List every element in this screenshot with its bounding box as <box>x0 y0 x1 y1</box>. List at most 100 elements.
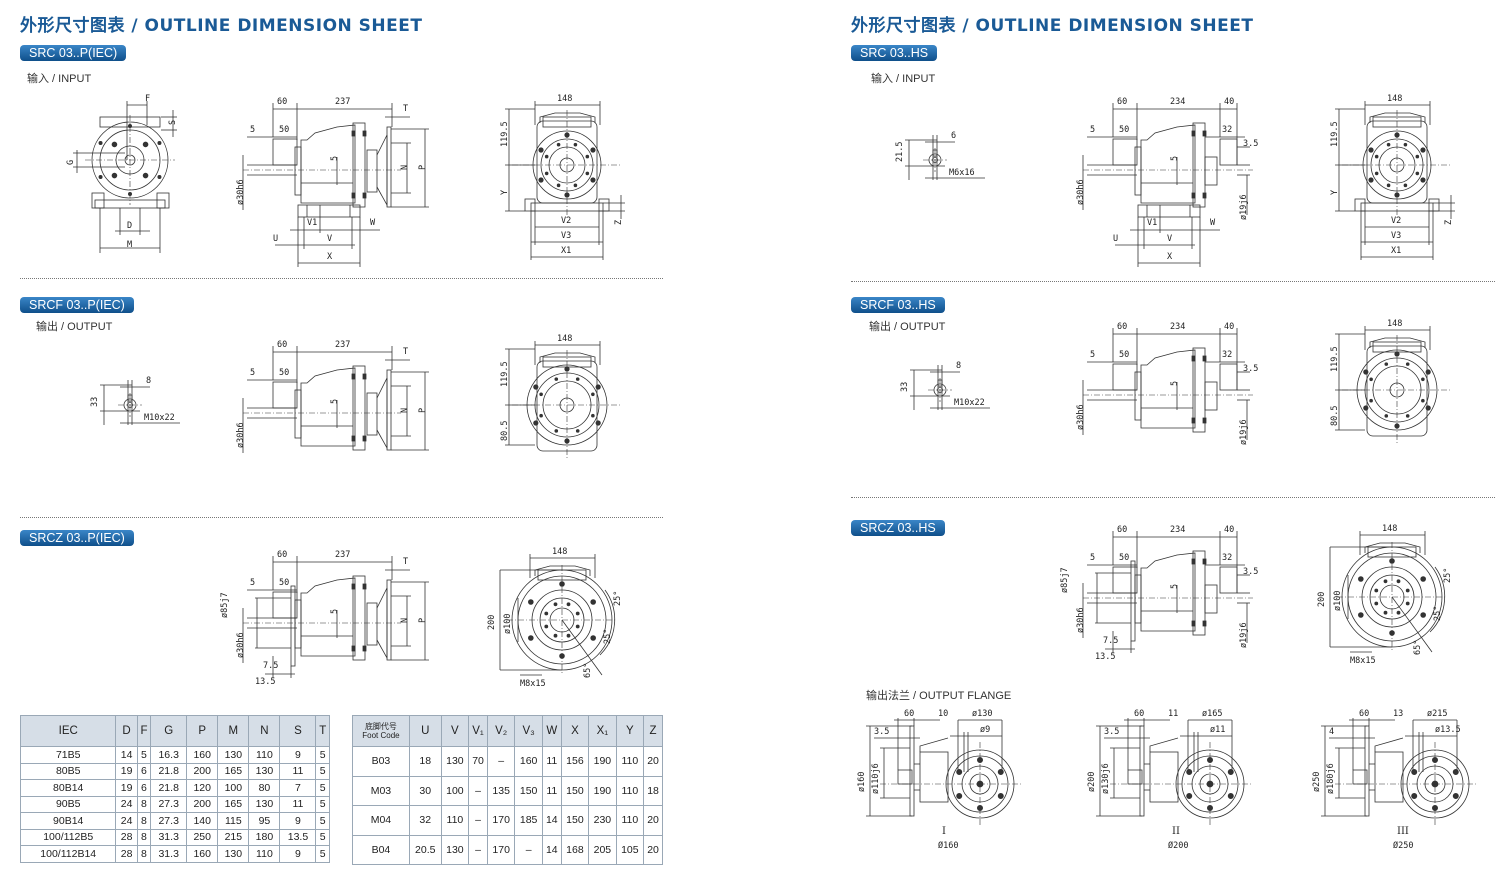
table-cell: 110 <box>248 746 281 764</box>
dimension-label-a3: 65° <box>583 662 593 678</box>
table-cell: 21.8 <box>150 762 188 780</box>
dimension-label-b35: 3.5 <box>1243 567 1259 577</box>
column-header: X₁ <box>588 715 617 747</box>
table-cell: 9 <box>279 746 317 764</box>
dimension-label-sh: ø30h6 <box>236 179 246 205</box>
table-cell: 160 <box>186 746 219 764</box>
column-header: Y <box>615 715 645 747</box>
dimension-label-a60: 60 <box>1117 525 1128 535</box>
table-cell: 215 <box>217 828 250 846</box>
table-cell: 95 <box>248 812 281 830</box>
dimension-label-Y: Y <box>1330 189 1340 195</box>
dimension-label-dia: Ø160 <box>938 841 959 851</box>
dimension-label-sh2: ø19j6 <box>1239 194 1249 220</box>
table-cell: 5 <box>315 828 330 846</box>
dimension-label-N: N <box>400 407 410 413</box>
dimension-label-hole: ø11 <box>1210 725 1226 735</box>
input-label: 输入 / INPUT <box>27 73 92 85</box>
table-cell: 24 <box>115 812 138 830</box>
table-cell: 8 <box>136 845 152 863</box>
table-cell: 9 <box>279 812 317 830</box>
dimension-label-Z: Z <box>614 219 624 225</box>
dimension-label-a1: 25° <box>1443 567 1453 583</box>
foot-code-header-en: Foot Code <box>362 731 400 740</box>
table-cell: 135 <box>486 775 516 806</box>
table-cell: 11 <box>541 746 562 777</box>
dimension-label-V1: V1 <box>307 218 318 228</box>
dimension-label-G: G <box>66 159 76 165</box>
column-header: IEC <box>19 715 117 747</box>
dimension-label-sh: ø30h6 <box>236 632 246 658</box>
dimension-label-sp: ø110j6 <box>871 763 881 794</box>
dimension-label-w: 8 <box>146 376 152 386</box>
dimension-label-od: ø250 <box>1312 771 1322 792</box>
model-badge-srcz-p-iec: SRCZ 03..P(IEC) <box>20 530 134 546</box>
dimension-label-sh: ø30h6 <box>1076 607 1086 633</box>
dimension-label-w: 148 <box>1387 94 1403 104</box>
dimension-label-t: 13 <box>1393 709 1404 719</box>
table-cell: 14 <box>541 805 562 836</box>
dimension-label-sh: ø30h6 <box>1076 404 1086 430</box>
table-cell: 6 <box>136 779 152 797</box>
dimension-label-V2: V2 <box>1391 216 1402 226</box>
table-cell: 90B14 <box>19 812 117 830</box>
table-cell: 16.3 <box>150 746 188 764</box>
end-view-outline <box>1335 101 1455 260</box>
column-header: S <box>279 715 317 747</box>
table-cell: M04 <box>352 805 410 836</box>
dimension-label-w: 148 <box>557 334 573 344</box>
table-cell: 30 <box>408 775 442 806</box>
dimension-label-a60: 60 <box>277 550 288 560</box>
column-header: V <box>440 715 470 747</box>
dimension-label-P: P <box>418 164 428 170</box>
table-cell: 27.3 <box>150 795 188 813</box>
table-cell: 100/112B14 <box>19 845 117 863</box>
dimension-label-U: U <box>1113 234 1119 244</box>
column-header: V₂ <box>486 715 516 747</box>
dimension-label-b32: 32 <box>1222 125 1233 135</box>
table-cell: 32 <box>408 805 442 836</box>
table-cell: 5 <box>315 762 330 780</box>
dimension-label-b7: 7.5 <box>1103 636 1119 646</box>
table-cell: 5 <box>315 746 330 764</box>
table-cell: 110 <box>615 746 645 777</box>
model-badge-srcf-hs: SRCF 03..HS <box>851 297 945 313</box>
table-cell: 130 <box>217 746 250 764</box>
dimension-label-a60: 60 <box>277 340 288 350</box>
table-cell: 14 <box>541 834 562 865</box>
dimension-label-a3: 65° <box>1413 639 1423 655</box>
table-cell: – <box>486 746 516 777</box>
dimension-label-b13: 13.5 <box>255 677 276 687</box>
dimension-label-w: 148 <box>1387 319 1403 329</box>
dimension-label-m: M8x15 <box>520 679 546 689</box>
column-header: V₃ <box>514 715 543 747</box>
dimension-label-a60: 60 <box>1117 97 1128 107</box>
dimension-label-w: 148 <box>552 547 568 557</box>
table-cell: – <box>514 834 543 865</box>
table-cell: 130 <box>440 834 470 865</box>
dimension-label-h: 21.5 <box>895 141 905 162</box>
dimension-label-a40: 40 <box>1224 322 1235 332</box>
dimension-label-a2: 25° <box>603 628 613 644</box>
dimension-label-a40: 40 <box>1224 525 1235 535</box>
end-view-outline <box>1329 531 1447 653</box>
flange-view-outline <box>1321 718 1477 826</box>
table-cell: 230 <box>588 805 617 836</box>
side-view-outline <box>242 103 429 267</box>
dimension-label-w: 148 <box>557 94 573 104</box>
dimension-label-sh2: ø19j6 <box>1239 419 1249 445</box>
table-cell: 130 <box>217 845 250 863</box>
dimension-label-t: 10 <box>938 709 949 719</box>
dimension-label-X1: X1 <box>1391 246 1402 256</box>
dimension-label-P: P <box>418 407 428 413</box>
dimension-label-hole: ø13.5 <box>1435 725 1461 735</box>
side-view-outline <box>242 346 429 453</box>
dimension-label-sh: ø30h6 <box>1076 179 1086 205</box>
table-cell: 110 <box>440 805 470 836</box>
dimension-label-od: ø200 <box>1087 771 1097 792</box>
table-cell: 170 <box>486 834 516 865</box>
table-cell: 110 <box>615 775 645 806</box>
dimension-label-sh: ø30h6 <box>236 422 246 448</box>
